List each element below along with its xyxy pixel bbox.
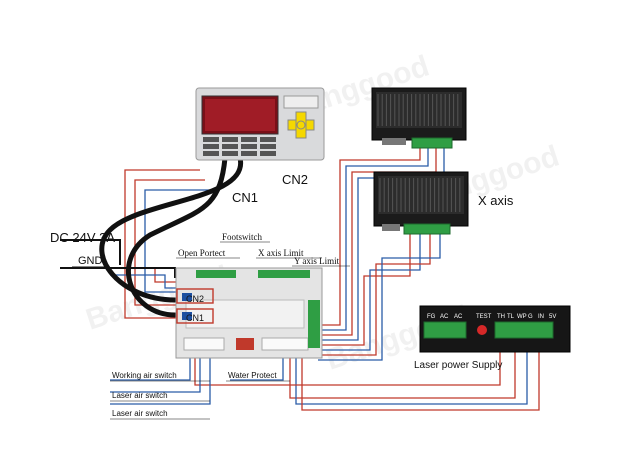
wire-blue [110, 274, 180, 289]
labels: CN2 CN1 DC 24V 3A GND Footswitch Open Po… [50, 172, 514, 420]
control-panel [195, 87, 325, 161]
cn1-highlight [176, 308, 214, 324]
wire-red [301, 342, 540, 411]
driver-dip [382, 138, 406, 145]
wire-blue [295, 342, 528, 405]
panel-key [260, 144, 276, 149]
board-terminal-bottom [183, 337, 225, 351]
driver-terminal [403, 223, 451, 235]
water-protect-label: Water Protect [228, 371, 277, 380]
wire-red [318, 145, 421, 326]
panel-key [260, 137, 276, 142]
heatsink-fins [379, 178, 461, 212]
psu-terminal-label: AC [440, 314, 449, 320]
wire-blue [110, 358, 211, 405]
open-protect-label: Open Portect [178, 248, 226, 258]
panel-key [241, 137, 257, 142]
panel-key [203, 137, 219, 142]
psu-terminal-label: 5V [549, 314, 556, 320]
wire-red [124, 169, 200, 319]
board-red-block [236, 338, 254, 350]
wire-blue [110, 358, 191, 381]
working-air-label: Working air switch [112, 371, 177, 380]
driver-dip [382, 224, 400, 231]
cn2-board-label: CN2 [186, 294, 204, 304]
stepper-driver-y [371, 87, 467, 149]
panel-key [222, 151, 238, 156]
panel-screen [205, 99, 275, 131]
cable-cn1 [125, 155, 228, 318]
laser-air-label-2: Laser air switch [112, 409, 168, 418]
psu-terminal-label: TL [507, 314, 515, 320]
psu-terminal-label: TH [497, 314, 505, 320]
board-terminal-bottom [261, 337, 309, 351]
controller-board [175, 267, 323, 359]
cn2-label-top: CN2 [282, 172, 308, 187]
cable-dc [60, 239, 121, 265]
cables [99, 155, 243, 318]
x-axis-label: X axis [478, 193, 514, 208]
board-terminal-top [258, 270, 310, 278]
wire-red [318, 230, 431, 356]
panel-key [260, 151, 276, 156]
panel-key [203, 144, 219, 149]
wire-blue [110, 358, 201, 393]
wire-blue [318, 145, 445, 341]
gnd-label: GND [78, 255, 103, 267]
psu-terminal-signal [494, 321, 554, 339]
psu-terminal-label: FG [427, 314, 436, 320]
power-spec-label: DC 24V 3A [50, 230, 115, 245]
heatsink-fins [377, 94, 459, 126]
psu-terminal-label: AC [454, 314, 463, 320]
wire-red [318, 145, 437, 336]
wire-red [289, 342, 516, 399]
laser-power-supply-label: Laser power Supply [414, 360, 502, 371]
cn2-port [182, 293, 192, 301]
footswitch-label: Footswitch [222, 232, 263, 242]
board-terminal-right [308, 300, 320, 348]
psu-terminal-label: WP [517, 314, 527, 320]
panel-keys [203, 137, 276, 156]
cn1-board-label: CN1 [186, 313, 204, 323]
wire-red [134, 179, 205, 306]
board-terminal-top [196, 270, 236, 278]
driver-terminal [411, 137, 453, 149]
wire-blue [318, 230, 441, 361]
wire-red [318, 230, 411, 346]
cn2-highlight [176, 288, 214, 304]
panel-key [203, 151, 219, 156]
psu-terminal-ac [423, 321, 467, 339]
signal-wires [110, 145, 540, 411]
panel-key [222, 144, 238, 149]
wire-blue [318, 145, 429, 331]
cable-gnd [60, 267, 176, 278]
panel-logo [283, 95, 319, 109]
wire-blue [318, 230, 421, 351]
cn1-port [182, 312, 192, 320]
psu-terminal-label: G [528, 314, 533, 320]
wire-blue [230, 358, 284, 381]
psu-terminal-label: IN [538, 314, 544, 320]
panel-key [222, 137, 238, 142]
x-limit-label: X axis Limit [258, 248, 304, 258]
power-cable [60, 239, 176, 278]
panel-key [241, 151, 257, 156]
cn1-label-top: CN1 [232, 190, 258, 205]
psu-terminal-label: TEST [476, 314, 492, 320]
panel-key [241, 144, 257, 149]
wire-red [194, 342, 501, 386]
psu-test-button [477, 325, 487, 335]
y-limit-label: Y axis Limit [294, 256, 340, 266]
start-pause-key [296, 120, 306, 130]
laser-air-label-1: Laser air switch [112, 391, 168, 400]
stepper-driver-x [373, 171, 469, 235]
